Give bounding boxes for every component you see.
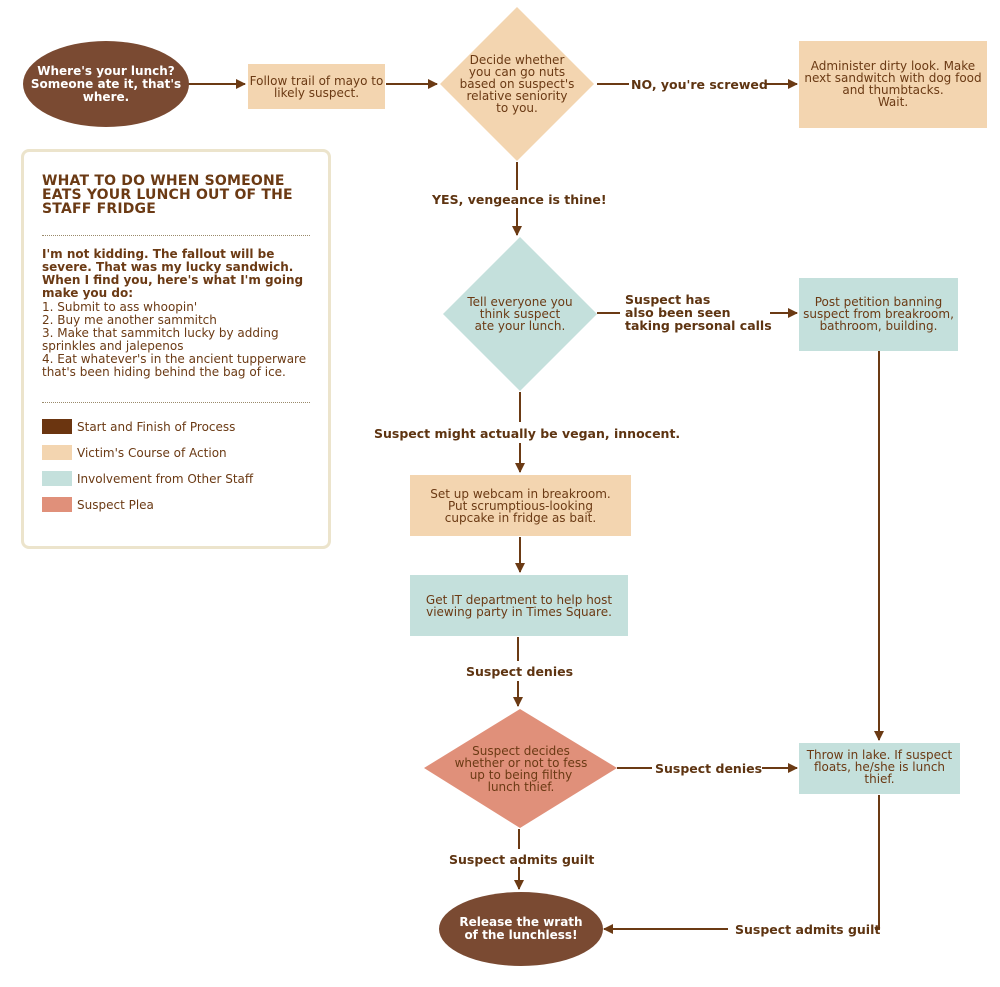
edge-label-yes: YES, vengeance is thine! <box>432 192 607 207</box>
legend-divider-top <box>42 235 310 236</box>
decide-node: Decide whether you can go nuts based on … <box>459 53 575 115</box>
it-node: Get IT department to help host viewing p… <box>425 592 613 619</box>
legend-step: 3. Make that sammitch lucky by adding sp… <box>42 326 279 353</box>
trail-node-shape <box>248 64 385 109</box>
fess-node: Suspect decides whether or not to fess u… <box>454 744 588 794</box>
release-node: Release the wrath of the lunchless! <box>459 915 583 942</box>
dirty-look-node-shape <box>799 41 987 128</box>
edge-label-admits-2: Suspect admits guilt <box>735 922 881 937</box>
it-node-shape <box>410 575 628 636</box>
edge-label-denies-2: Suspect denies <box>655 761 763 776</box>
legend-divider-bottom <box>42 402 310 403</box>
connectors <box>187 79 884 934</box>
release-node-shape <box>439 892 603 966</box>
edge-label-no: NO, you're screwed <box>631 77 768 92</box>
edge-label-denies-1: Suspect denies <box>466 664 574 679</box>
legend-swatch <box>42 445 72 460</box>
tell-node: Tell everyone you think suspect ate your… <box>467 295 573 333</box>
tell-node-shape <box>443 237 597 391</box>
legend-key-label: Involvement from Other Staff <box>77 472 254 486</box>
legend-panel: WHAT TO DO WHEN SOMEONE EATS YOUR LUNCH … <box>21 149 331 549</box>
legend-step: 2. Buy me another sammitch <box>42 313 217 327</box>
trail-node: Follow trail of mayo to likely suspect. <box>249 73 384 100</box>
edge-label-personal-calls: Suspect has also been seen taking person… <box>625 292 772 333</box>
dirty-look-node: Administer dirty look. Make next sandwit… <box>804 59 982 109</box>
start-node: Where's your lunch? Someone ate it, that… <box>30 63 182 104</box>
lake-node: Throw in lake. If suspect floats, he/she… <box>806 748 953 786</box>
legend-key-label: Victim's Course of Action <box>77 446 227 460</box>
webcam-node-shape <box>410 475 631 536</box>
petition-node: Post petition banning suspect from break… <box>803 295 954 333</box>
edge-label-vegan: Suspect might actually be vegan, innocen… <box>374 426 681 441</box>
lake-node-shape <box>799 743 960 794</box>
webcam-node: Set up webcam in breakroom. Put scrumpti… <box>430 486 611 525</box>
arrow-lake-to-admits <box>875 795 880 930</box>
legend-key-label: Start and Finish of Process <box>77 420 236 434</box>
legend-swatch <box>42 471 72 486</box>
legend-key-label: Suspect Plea <box>77 498 154 512</box>
edge-label-admits-1: Suspect admits guilt <box>449 852 595 867</box>
start-node-shape <box>23 41 189 127</box>
legend-swatch <box>42 419 72 434</box>
fess-node-shape <box>424 709 617 828</box>
decide-node-shape <box>440 7 594 161</box>
legend-title: WHAT TO DO WHEN SOMEONE EATS YOUR LUNCH … <box>42 173 293 217</box>
legend-swatch <box>42 497 72 512</box>
legend-steps: 1. Submit to ass whoopin' 2. Buy me anot… <box>42 301 322 379</box>
legend-intro: I'm not kidding. The fallout will be sev… <box>42 247 304 300</box>
petition-node-shape <box>799 278 958 351</box>
legend-step: 4. Eat whatever's in the ancient tupperw… <box>42 352 307 379</box>
legend-step: 1. Submit to ass whoopin' <box>42 300 198 314</box>
